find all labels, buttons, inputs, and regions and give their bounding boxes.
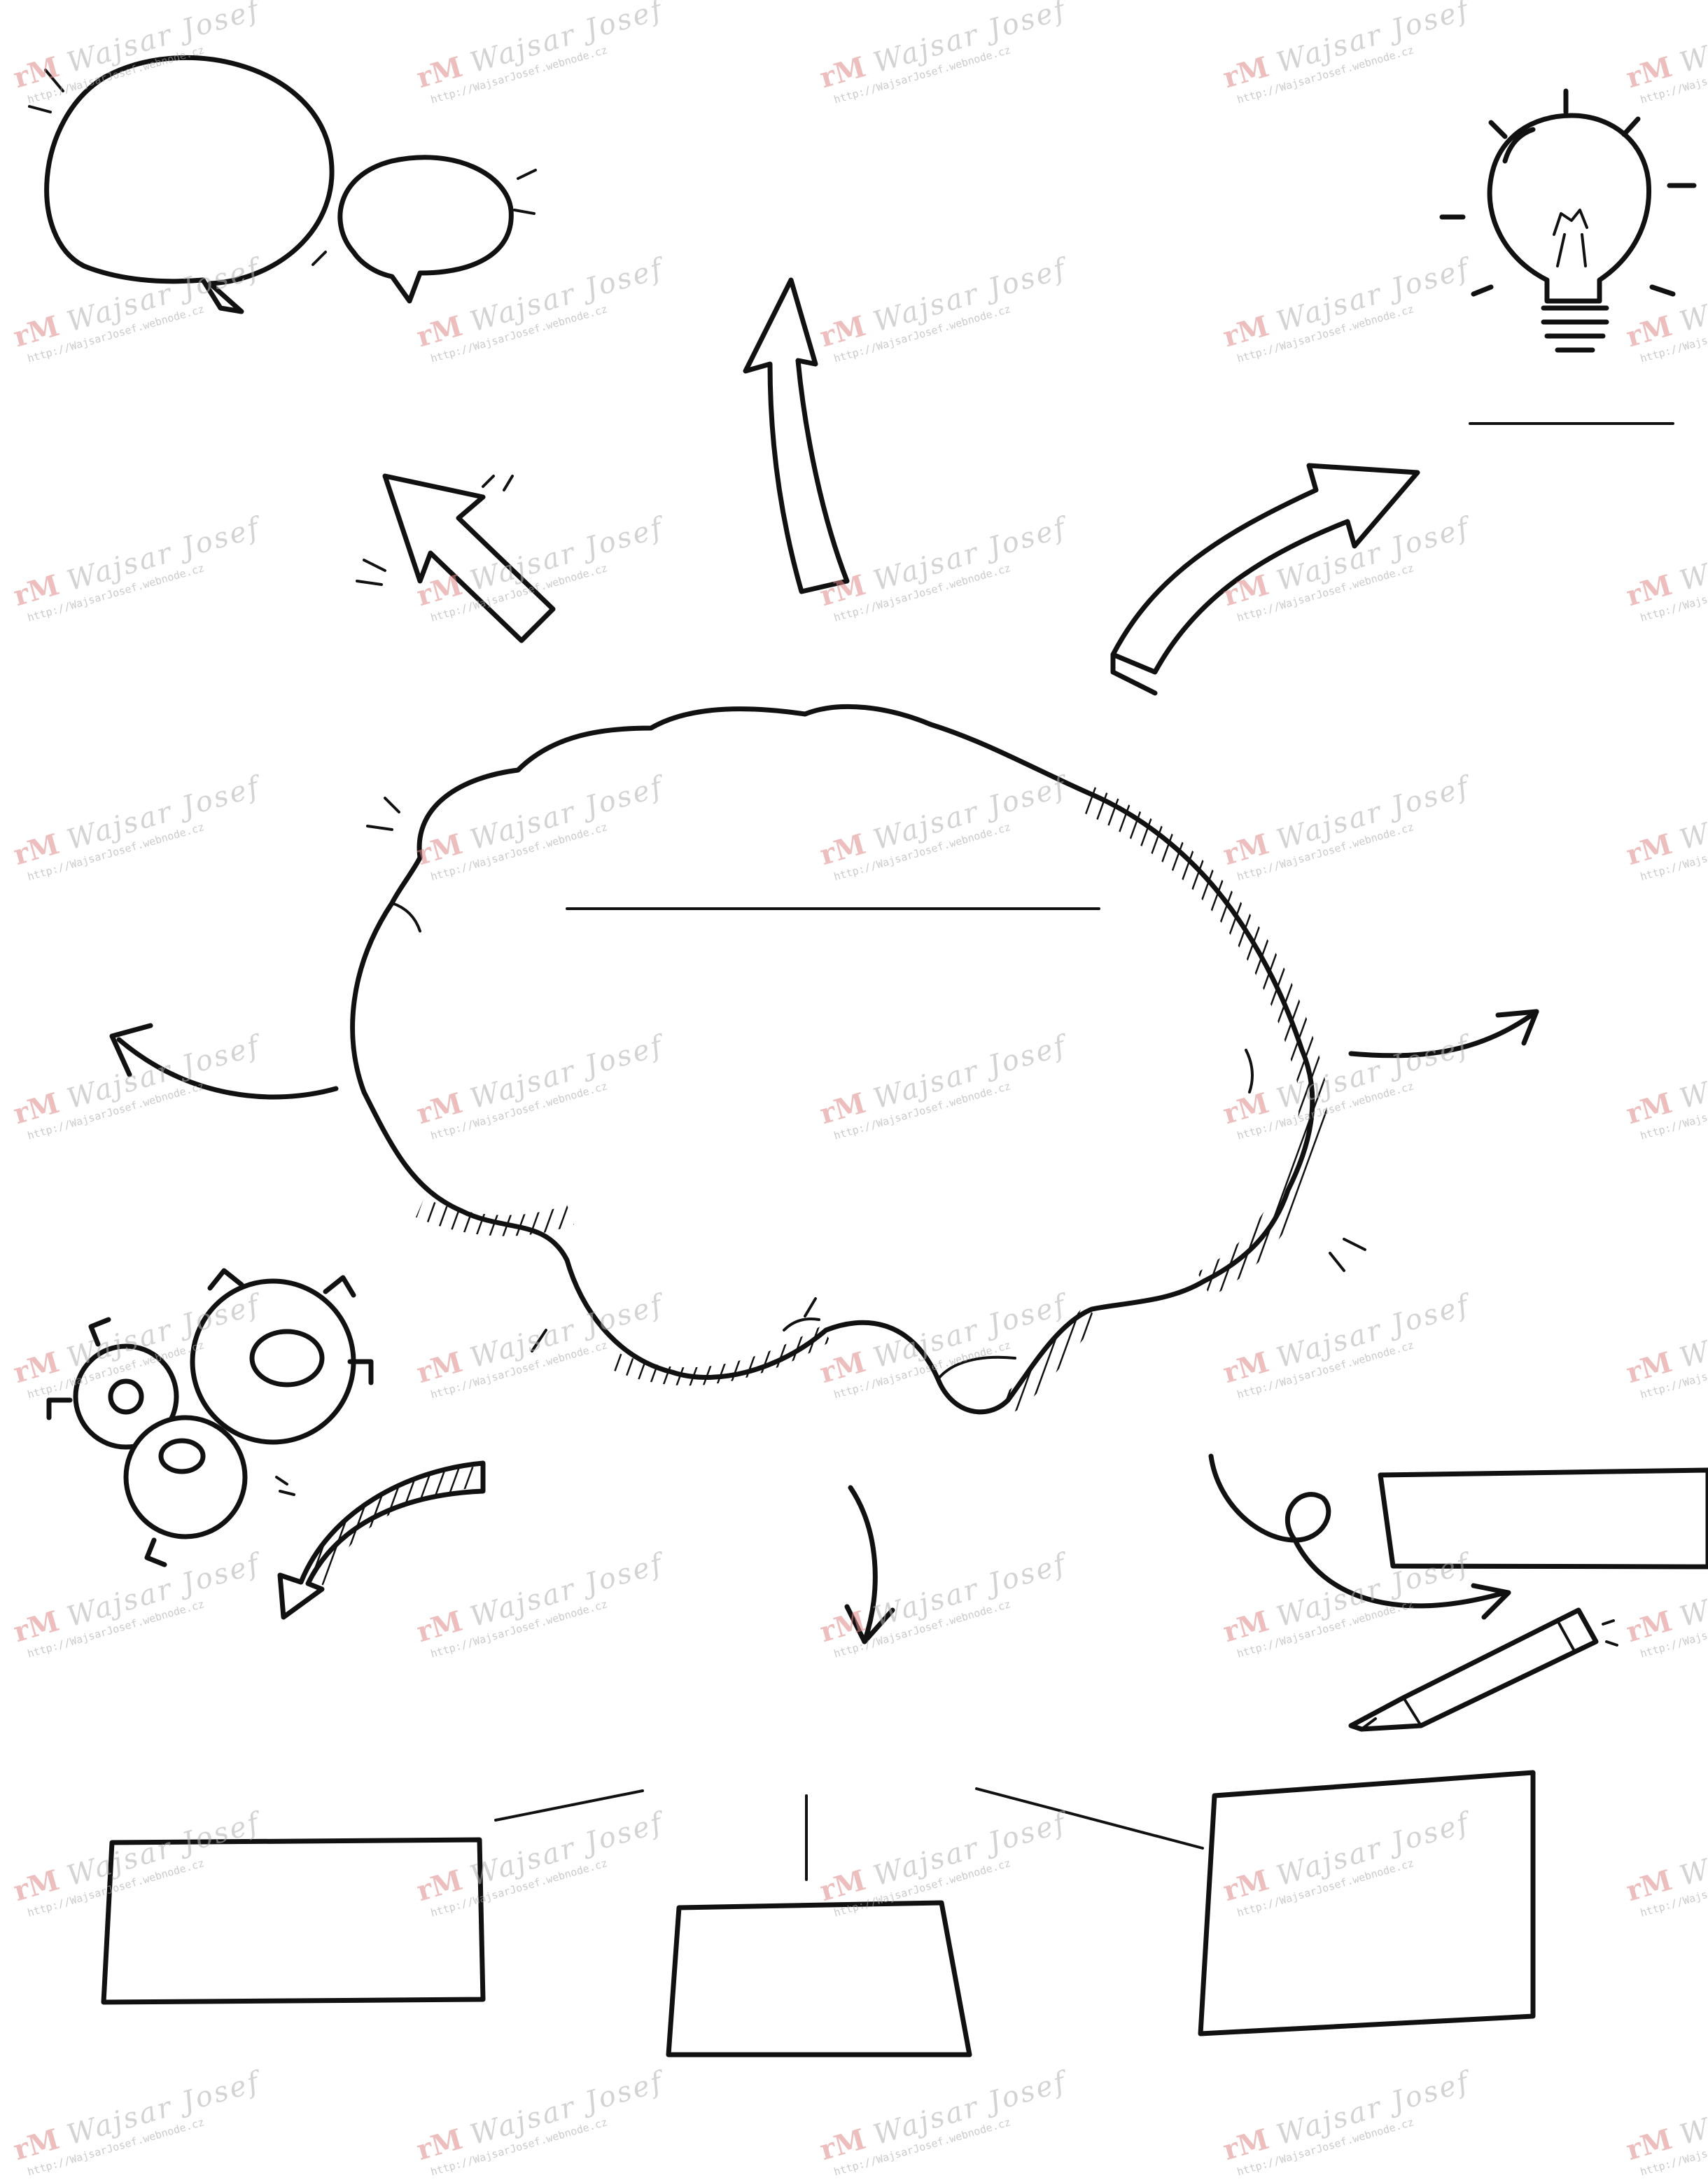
answer-box-bottom-right (1200, 1773, 1533, 2034)
arrow-left (112, 1026, 336, 1097)
arrow-down-center (847, 1488, 892, 1642)
arrow-up-right (1113, 466, 1418, 693)
answer-box-bottom-left (104, 1840, 483, 2002)
arrow-right (1351, 1012, 1536, 1056)
brain-icon (353, 706, 1365, 1412)
arrow-up-center (746, 280, 847, 592)
arrow-up-left (357, 476, 553, 641)
connector-left (496, 1791, 643, 1820)
speech-bubbles-icon (29, 57, 536, 312)
arrow-down-left-curved (280, 1463, 483, 1617)
pencil-icon (1351, 1610, 1617, 1729)
connector-right (976, 1789, 1203, 1848)
answer-box-bottom-center (668, 1903, 969, 2055)
answer-box-right-top (1380, 1470, 1708, 1567)
light-bulb-icon (1442, 91, 1694, 424)
gears-icon (49, 1271, 371, 1565)
